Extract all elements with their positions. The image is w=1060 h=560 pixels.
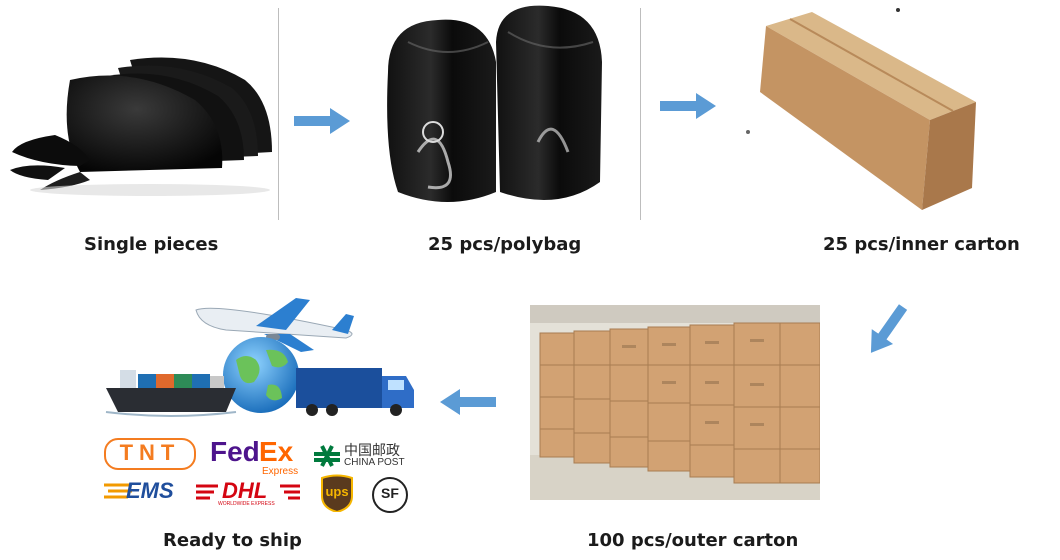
single-pieces-image (10, 40, 280, 200)
step-caption-outer-carton: 100 pcs/outer carton (587, 530, 799, 551)
ups-logo: ups (320, 474, 354, 512)
polybag-image (378, 2, 610, 220)
outer-carton-image (530, 305, 820, 500)
fedex-logo: Fed Ex Express (210, 436, 299, 477)
step-caption-inner-carton: 25 pcs/inner carton (823, 234, 1020, 255)
logistics-image (96, 290, 426, 430)
inner-carton-image (740, 4, 1010, 214)
globe-icon (223, 337, 299, 413)
step-caption-polybag: 25 pcs/polybag (428, 234, 582, 255)
truck-icon (296, 368, 414, 416)
step-caption-single-pieces: Single pieces (84, 234, 219, 255)
cap-front (10, 75, 223, 190)
dhl-logo: DHL WORLDWIDE EXPRESS (196, 478, 300, 508)
ship-icon (105, 370, 237, 417)
china-post-logo: 中国邮政 CHINA POST (312, 438, 412, 470)
tnt-logo: TNT (104, 438, 196, 470)
divider-line (640, 8, 641, 220)
arrow-right-icon (294, 108, 350, 134)
step-caption-ready-to-ship: Ready to ship (163, 530, 302, 551)
divider-line (278, 8, 279, 220)
ems-logo: EMS (104, 478, 184, 506)
arrow-left-icon (440, 389, 496, 415)
arrow-down-left-icon (862, 302, 912, 358)
arrow-right-icon (660, 93, 716, 119)
sf-express-logo: SF (372, 477, 408, 513)
